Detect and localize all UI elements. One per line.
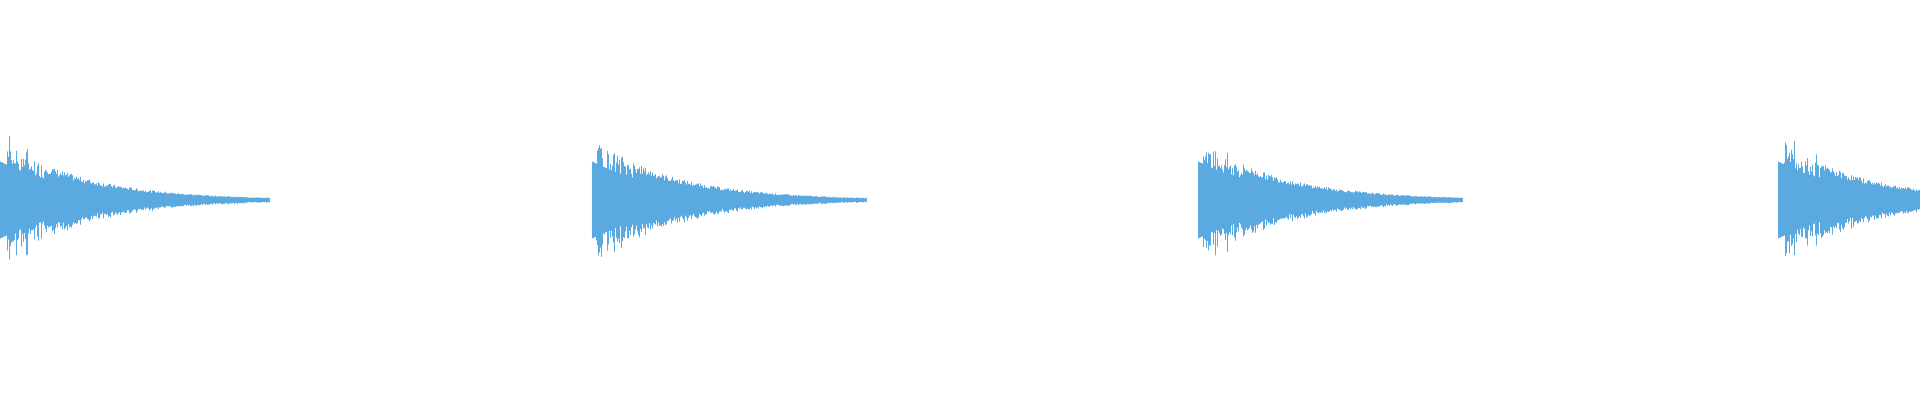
audio-burst-2 <box>591 145 867 257</box>
audio-burst-1 <box>0 136 270 260</box>
audio-burst-4 <box>1777 140 1920 256</box>
burst-core-path <box>591 161 713 239</box>
burst-core-path <box>1777 161 1899 239</box>
burst-core-path <box>1197 161 1319 239</box>
audio-burst-3 <box>1197 151 1463 256</box>
burst-core-path <box>0 161 121 239</box>
